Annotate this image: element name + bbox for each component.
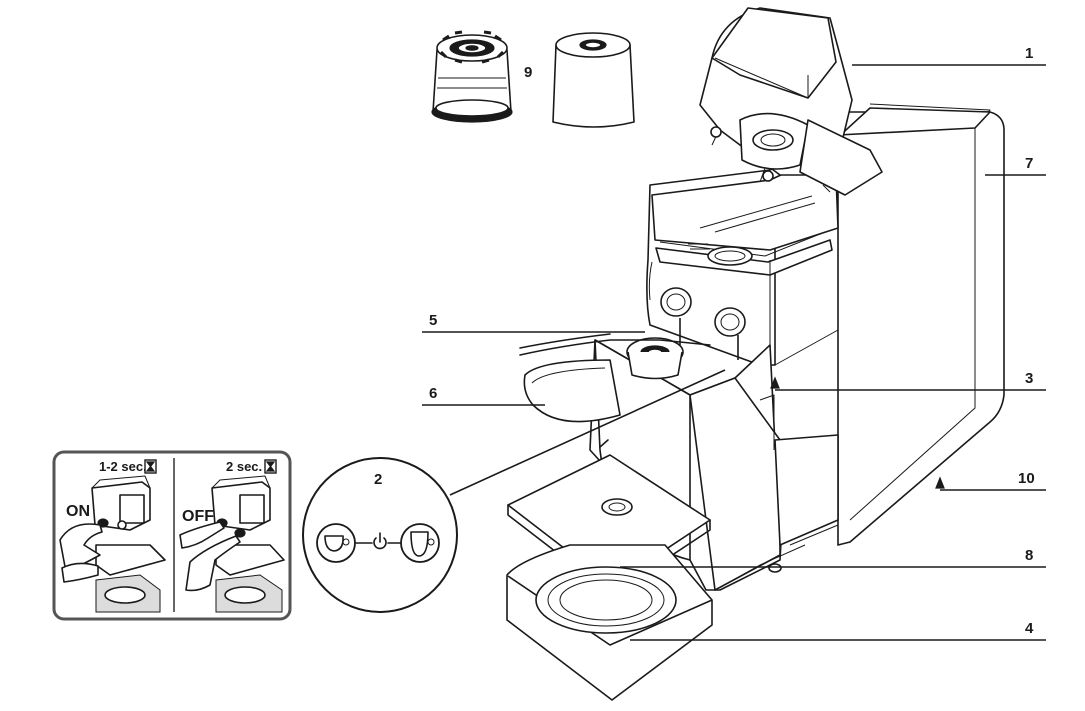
callout-2: 2	[374, 471, 382, 488]
callout-10: 10	[1018, 470, 1035, 487]
capsule-plain	[552, 32, 635, 128]
callout-4: 4	[1025, 620, 1034, 637]
callout-5: 5	[429, 312, 437, 329]
espresso-cup-icon	[316, 523, 356, 563]
callout-7: 7	[1025, 155, 1033, 172]
callout-lines	[422, 64, 1046, 641]
callout-9: 9	[524, 64, 532, 81]
callout-3: 3	[1025, 370, 1033, 387]
inset-off-illustration	[179, 475, 285, 613]
callout-6: 6	[429, 385, 437, 402]
callout-1: 1	[1025, 45, 1033, 62]
callout-labels: 1 7 3 10 8 4 5 6 9	[429, 45, 1035, 637]
button-detail-circle: 2	[302, 457, 458, 613]
inset-off-label: OFF	[182, 508, 214, 525]
callout-8: 8	[1025, 547, 1033, 564]
coffee-machine	[506, 7, 1005, 701]
capsule-coffee	[431, 30, 513, 123]
hourglass-icon	[144, 459, 157, 474]
lungo-cup-icon	[400, 523, 440, 563]
inset-on-illustration	[59, 475, 166, 613]
inset-right-timer: 2 sec.	[226, 459, 262, 474]
inset-on-label: ON	[66, 503, 90, 520]
inset-left-timer: 1-2 sec.	[99, 459, 147, 474]
hourglass-icon	[264, 459, 277, 474]
on-off-inset: 1-2 sec. 2 sec. ON OFF	[52, 450, 292, 621]
